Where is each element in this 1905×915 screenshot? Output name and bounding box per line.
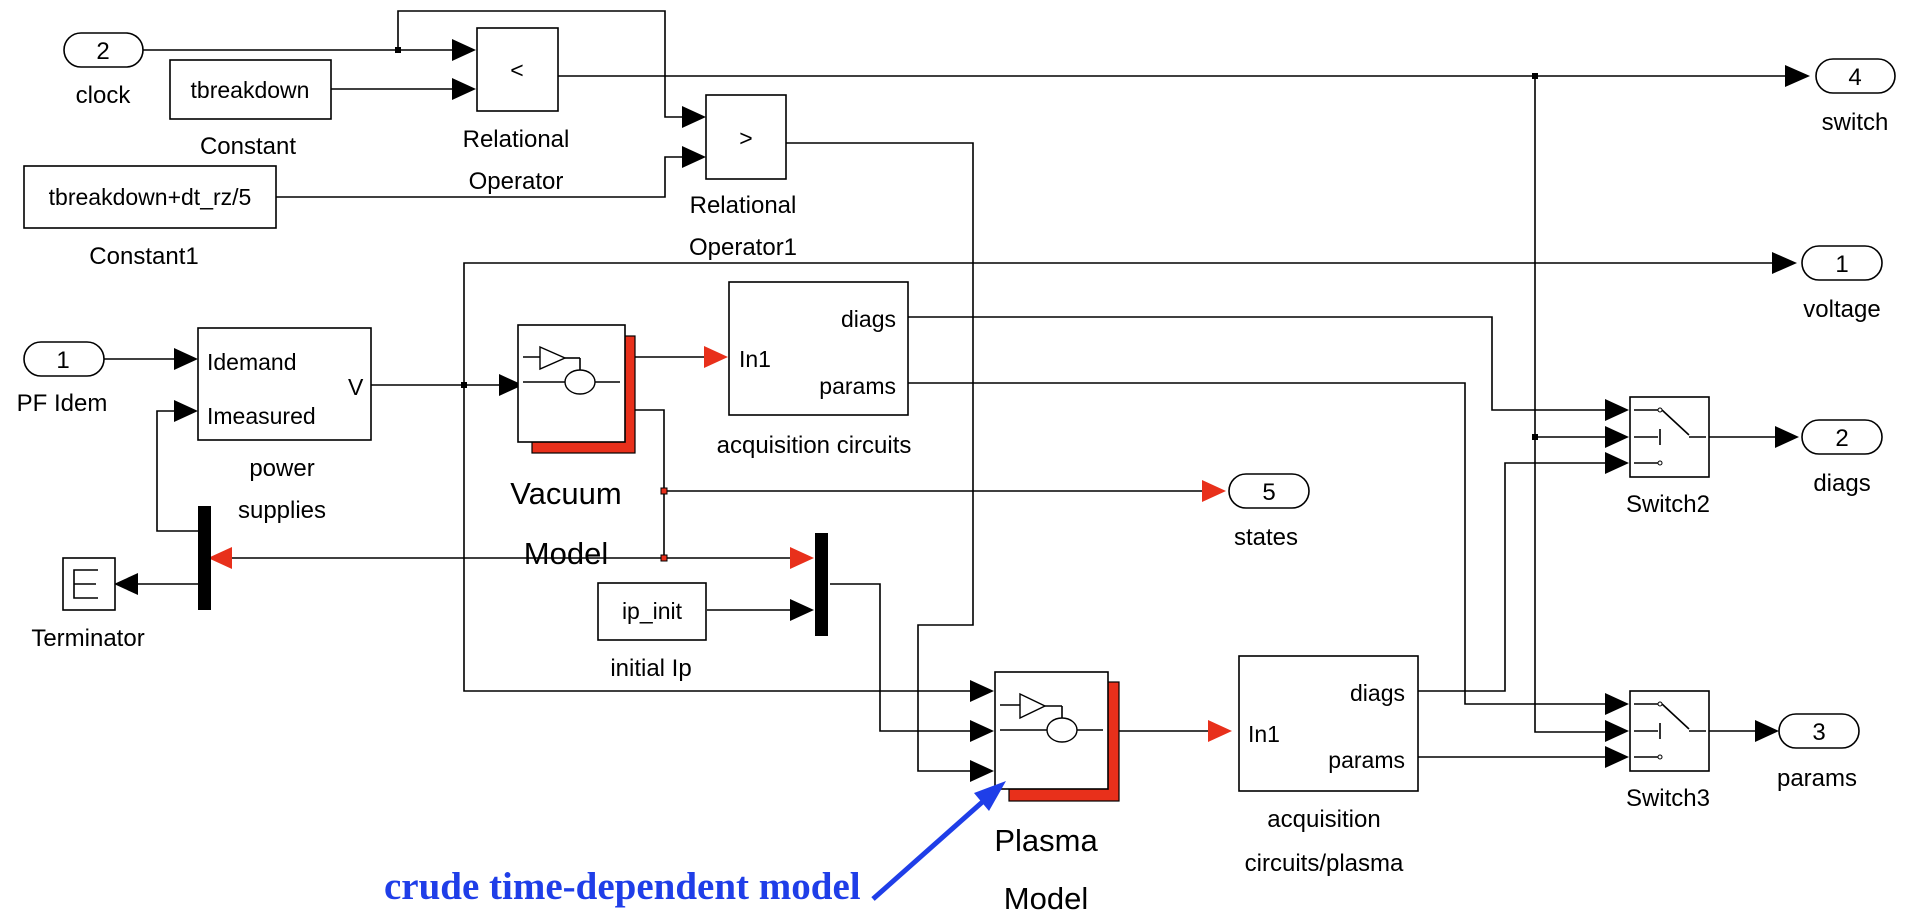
block-name: acquisition: [1267, 806, 1380, 833]
port-label-in1: In1: [1248, 721, 1280, 747]
outport-label: diags: [1813, 470, 1870, 497]
port-label-diags: diags: [1350, 680, 1405, 706]
constant-value: ip_init: [622, 598, 683, 624]
annotation-text: crude time-dependent model: [384, 865, 861, 908]
outport-number: 3: [1812, 719, 1825, 746]
constant-name: initial Ip: [610, 655, 691, 682]
wire-vacuum-states: [625, 409, 790, 559]
wire-imeasured: [156, 410, 204, 532]
wire-acqp-diags: [1418, 462, 1605, 692]
outport-number: 1: [1835, 251, 1848, 278]
plasma-model-block[interactable]: Plasma Model: [994, 671, 1120, 915]
port-label-idemand: Idemand: [207, 349, 297, 375]
inport-number: 1: [56, 347, 69, 374]
block-name: Operator: [469, 168, 564, 195]
outport-label: switch: [1822, 109, 1889, 136]
relational-operator[interactable]: < Relational Operator: [463, 27, 570, 195]
port-label-diags: diags: [841, 306, 896, 332]
inport-number: 2: [96, 38, 109, 65]
annotation: crude time-dependent model: [384, 781, 1006, 908]
demux-bar[interactable]: [198, 506, 211, 610]
relational-operator1[interactable]: > Relational Operator1: [689, 94, 797, 261]
switch-icon: [1634, 407, 1706, 466]
outport-voltage[interactable]: 1 voltage: [1801, 245, 1883, 323]
operator-symbol: >: [739, 125, 752, 151]
block-name: circuits/plasma: [1245, 850, 1404, 877]
outport-label: states: [1234, 524, 1298, 551]
constant1-block[interactable]: tbreakdown+dt_rz/5 Constant1: [23, 165, 277, 270]
outport-states[interactable]: 5 states: [1228, 473, 1310, 551]
vacuum-model-block[interactable]: Vacuum Model: [510, 324, 636, 571]
block-name: Operator1: [689, 234, 797, 261]
block-name: Model: [1004, 881, 1088, 915]
inport-label: PF Idem: [17, 390, 108, 417]
block-name: Model: [524, 536, 608, 571]
port-label-v: V: [348, 374, 364, 400]
wire-mux-out: [830, 583, 970, 732]
wire-constant1: [276, 156, 682, 198]
wire-switch-branch: [1534, 76, 1605, 733]
initial-ip-block[interactable]: ip_init initial Ip: [597, 582, 707, 682]
mux-bar[interactable]: [815, 533, 828, 636]
outport-diags[interactable]: 2 diags: [1801, 419, 1883, 497]
outport-number: 4: [1848, 64, 1861, 91]
port-label-params: params: [1328, 747, 1405, 773]
block-name: acquisition circuits: [717, 432, 912, 459]
wire-acqv-params: [908, 382, 1605, 705]
outport-label: voltage: [1803, 296, 1880, 323]
block-name: Terminator: [31, 625, 144, 652]
switch-icon: [1634, 701, 1706, 760]
wire-acqv-diags: [908, 316, 1605, 411]
subsystem-icon: [523, 345, 620, 395]
outport-params[interactable]: 3 params: [1777, 713, 1860, 792]
inport-pf-idem[interactable]: 1 PF Idem: [17, 341, 108, 417]
inport-label: clock: [76, 82, 132, 109]
port-label-in1: In1: [739, 346, 771, 372]
block-name: Relational: [690, 192, 797, 219]
terminator-block[interactable]: Terminator: [31, 557, 145, 652]
inport-clock[interactable]: 2 clock: [63, 32, 144, 109]
operator-symbol: <: [510, 57, 523, 83]
outport-switch[interactable]: 4 switch: [1815, 58, 1896, 136]
annotation-arrowhead: [974, 781, 1006, 811]
block-name: supplies: [238, 497, 326, 524]
block-name: Relational: [463, 126, 570, 153]
subsystem-icon: [1000, 692, 1103, 743]
port-label-params: params: [819, 373, 896, 399]
constant-name: Constant: [200, 133, 296, 160]
acquisition-circuits-block[interactable]: In1 diags params acquisition circuits: [717, 281, 912, 459]
block-name: Plasma: [994, 823, 1098, 858]
block-name: Switch3: [1626, 785, 1710, 812]
constant-value: tbreakdown+dt_rz/5: [49, 184, 252, 210]
constant-value: tbreakdown: [191, 77, 310, 103]
wire-voltage-plasma: [463, 385, 970, 692]
port-label-imeasured: Imeasured: [207, 403, 316, 429]
constant-block[interactable]: tbreakdown Constant: [169, 59, 332, 160]
arrowheads: [114, 39, 1810, 782]
wire-voltage: [463, 262, 1772, 385]
outport-number: 5: [1262, 479, 1275, 506]
switch3-block[interactable]: Switch3: [1626, 690, 1710, 812]
signal-lines: [104, 10, 1785, 772]
block-name: power: [249, 455, 314, 482]
wire-clock-branch: [397, 10, 682, 118]
outport-number: 2: [1835, 425, 1848, 452]
outport-label: params: [1777, 765, 1857, 792]
branch-points: [395, 47, 1538, 562]
block-name: Switch2: [1626, 491, 1710, 518]
power-supplies-block[interactable]: Idemand Imeasured V power supplies: [197, 327, 372, 524]
acquisition-circuits-plasma-block[interactable]: In1 diags params acquisition circuits/pl…: [1238, 655, 1419, 877]
switch2-block[interactable]: Switch2: [1626, 396, 1710, 518]
block-name: Vacuum: [510, 476, 621, 511]
constant-name: Constant1: [89, 243, 198, 270]
wire-relop1-out: [786, 142, 974, 772]
